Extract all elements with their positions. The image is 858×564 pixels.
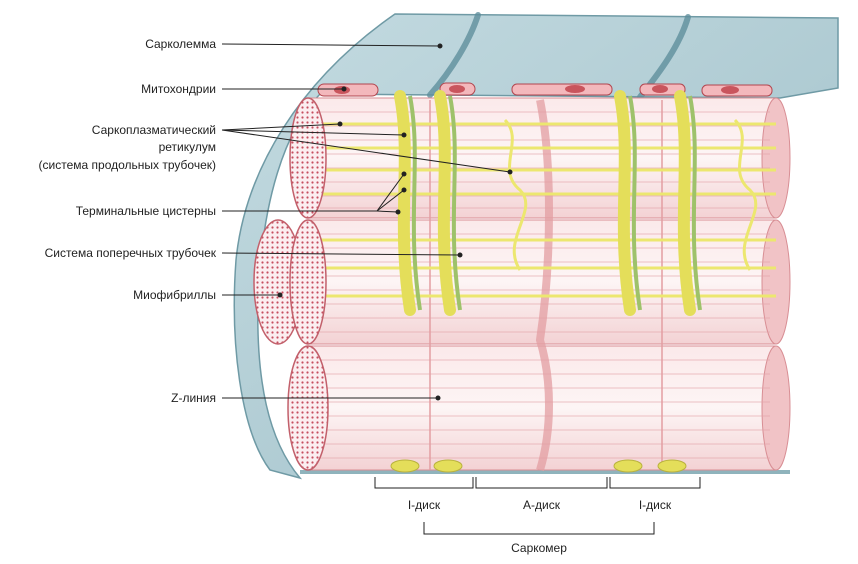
label-sarcoplasmic-reticulum-2: ретикулум [158, 140, 216, 154]
sarcolemma-fold-1 [427, 12, 481, 98]
disc-brackets [374, 477, 701, 535]
label-mitochondria: Митохондрии [141, 82, 216, 96]
sarcolemma-sheet [233, 13, 839, 480]
label-t-tubules: Система поперечных трубочек [44, 246, 216, 260]
label-terminal-cisterns: Терминальные цистерны [75, 204, 216, 218]
label-sarcoplasmic-reticulum-3: (система продольных трубочек) [38, 158, 216, 172]
label-z-line: Z-линия [171, 391, 216, 405]
t-tubules [408, 95, 702, 311]
label-myofibrils: Миофибриллы [133, 288, 216, 302]
label-i-disc-right: I-диск [638, 498, 672, 512]
mitochondria-row [317, 82, 773, 97]
myofibril-bottom [307, 345, 791, 471]
bottom-cisterns [390, 459, 687, 473]
myofibril-cross-sections [253, 97, 329, 471]
leader-lines [221, 43, 513, 401]
label-sarcomere: Саркомер [511, 541, 567, 555]
label-i-disc-left: I-диск [407, 498, 441, 512]
terminal-cisterns [394, 90, 696, 316]
label-sarcolemma: Сарколемма [145, 37, 216, 51]
z-bands [429, 99, 663, 472]
label-a-disc: А-диск [523, 498, 560, 512]
label-sarcoplasmic-reticulum-1: Саркоплазматический [91, 123, 216, 137]
